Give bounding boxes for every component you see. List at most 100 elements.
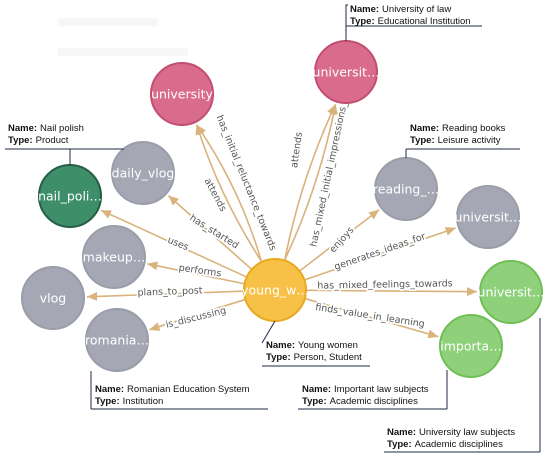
callout-name-line: Name:Nail polish	[8, 123, 84, 134]
callout-type-key: Type:	[8, 135, 33, 146]
callout-type-value: Institution	[123, 396, 164, 407]
callout-type-key: Type:	[266, 352, 291, 363]
callout-type-value: Leisure activity	[438, 135, 501, 146]
faded-background-text	[58, 18, 188, 56]
callout-name-value: Romanian Education System	[127, 384, 250, 395]
node-nail[interactable]: nail_poli…	[38, 164, 102, 228]
callout-name-key: Name:	[302, 384, 331, 395]
node-label: nail_poli…	[38, 189, 102, 204]
edge-performs	[147, 261, 244, 285]
callout-name-value: Reading books	[442, 123, 506, 134]
edge-label: performs	[178, 263, 222, 280]
callout-type-key: Type:	[350, 16, 375, 27]
edge-label: has_started	[188, 213, 241, 252]
node-makeup[interactable]: makeup…	[82, 225, 146, 289]
callout-type-value: Person, Student	[294, 352, 362, 363]
callout-name-line: Name:University law subjects	[387, 427, 515, 438]
node-daily-vlog[interactable]: daily_vlog	[111, 141, 175, 205]
edge-attends	[284, 103, 337, 260]
edge-uses	[100, 209, 247, 278]
callout-type-line: Type:Product	[8, 135, 69, 146]
callout-type-value: Educational Institution	[378, 16, 471, 27]
callout-name-line: Name:Important law subjects	[302, 384, 429, 395]
node-label: young_w…	[241, 283, 309, 298]
edge-label: finds_value_in_learning	[315, 302, 426, 330]
edge-label: plans_to_post	[137, 285, 203, 298]
callout-type-value: Product	[36, 135, 69, 146]
edge-has-initial-reluctance-towards	[195, 124, 263, 262]
edge-label: has_mixed_feelings_towards	[317, 278, 453, 291]
callout-romania: Name:Romanian Education SystemType:Insti…	[90, 371, 268, 410]
edge-has-mixed-feelings-towards	[306, 287, 478, 297]
callout-univ-green: Name:University law subjectsType:Academi…	[384, 318, 541, 453]
callout-type-line: Type:Leisure activity	[410, 135, 501, 146]
node-circle[interactable]	[479, 260, 543, 324]
node-circle[interactable]	[82, 225, 146, 289]
edge-attends	[195, 124, 262, 262]
callout-type-key: Type:	[95, 396, 120, 407]
node-univ-gray[interactable]: universit…	[455, 185, 522, 249]
callout-name-key: Name:	[387, 427, 416, 438]
node-circle[interactable]	[21, 266, 85, 330]
node-circle[interactable]	[85, 308, 149, 372]
callout-type-line: Type:Educational Institution	[350, 16, 471, 27]
edge-label: enjoys	[328, 225, 357, 255]
node-importa[interactable]: importa…	[439, 314, 503, 378]
edge-finds-value-in-learning	[305, 298, 439, 339]
node-circle[interactable]	[150, 62, 214, 126]
callout-type-key: Type:	[387, 439, 412, 450]
callout-name-line: Name:Romanian Education System	[95, 384, 250, 395]
callout-name-line: Name:Reading books	[410, 123, 506, 134]
node-circle[interactable]	[456, 185, 520, 249]
edge-has-started	[167, 195, 252, 270]
node-circle[interactable]	[439, 314, 503, 378]
node-univ-green[interactable]: universit…	[478, 260, 545, 324]
edge-label: is_discussing	[165, 305, 228, 331]
callout-name-key: Name:	[8, 123, 37, 134]
node-label: university	[151, 87, 213, 102]
callout-name-value: University of law	[382, 4, 451, 15]
callout-name-line: Name:University of law	[350, 4, 451, 15]
edge-enjoys	[299, 209, 380, 272]
edge-generates-ideas-for	[305, 227, 457, 281]
callout-name-line: Name:Young women	[266, 340, 358, 351]
node-circle[interactable]	[111, 141, 175, 205]
node-label: makeup…	[83, 250, 146, 265]
callout-type-value: Academic disciplines	[415, 439, 503, 450]
callout-name-key: Name:	[350, 4, 379, 15]
node-label: romania…	[85, 333, 149, 348]
callout-name-key: Name:	[266, 340, 295, 351]
node-label: daily_vlog	[112, 166, 175, 181]
node-vlog[interactable]: vlog	[21, 266, 85, 330]
callout-leader-line	[261, 320, 276, 344]
node-reading[interactable]: reading_…	[373, 157, 439, 221]
node-label: universit…	[478, 285, 545, 300]
callout-importa: Name:Important law subjectsType:Academic…	[298, 370, 448, 410]
node-romania[interactable]: romania…	[85, 308, 149, 372]
edge-label: attends	[289, 131, 305, 168]
node-label: vlog	[40, 291, 66, 306]
node-young[interactable]: young_w…	[241, 258, 309, 322]
node-label: universit…	[313, 65, 380, 80]
node-university-top[interactable]: university	[150, 62, 214, 126]
node-label: reading_…	[373, 182, 439, 197]
callout-name-value: University law subjects	[419, 427, 515, 438]
callout-name-key: Name:	[95, 384, 124, 395]
edge-is-discussing	[149, 298, 245, 331]
callout-type-line: Type:Person, Student	[266, 352, 362, 363]
node-university-law[interactable]: universit…	[313, 40, 380, 104]
callout-type-line: Type:Academic disciplines	[387, 439, 503, 450]
callout-type-key: Type:	[302, 396, 327, 407]
edges	[86, 103, 478, 339]
node-label: importa…	[440, 339, 501, 354]
edge-has-mixed-initial-impressions-of	[284, 104, 338, 260]
node-label: universit…	[455, 210, 522, 225]
callout-type-line: Type:Academic disciplines	[302, 396, 418, 407]
callout-leader-line	[5, 148, 71, 165]
